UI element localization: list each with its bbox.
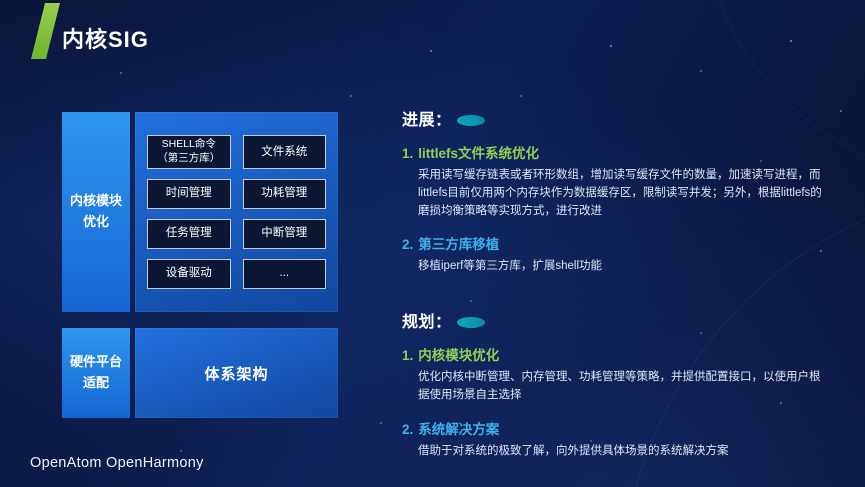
item-title: 2.系统解决方案 — [402, 418, 826, 438]
hardware-platform-label: 硬件平台 适配 — [62, 328, 130, 418]
module-box-time-mgmt: 时间管理 — [147, 178, 231, 209]
module-box-shell: SHELL命令 （第三方库） — [147, 135, 231, 169]
item-number: 1. — [402, 348, 414, 364]
list-item: 1.内核模块优化 优化内核中断管理、内存管理、功耗管理等策略，并提供配置接口，以… — [402, 344, 826, 405]
section-heading-row: 规划： — [402, 308, 826, 332]
item-body: 采用读写缓存链表或者环形数组，增加读写缓存文件的数量，加速读写进程，而littl… — [418, 169, 822, 217]
list-item: 2.系统解决方案 借助于对系统的极致了解，向外提供具体场景的系统解决方案 — [402, 418, 826, 461]
item-number: 1. — [402, 146, 414, 161]
module-box-file-system: 文件系统 — [242, 135, 326, 169]
module-box-more: ... — [242, 258, 326, 289]
section-plan: 规划： 1.内核模块优化 优化内核中断管理、内存管理、功耗管理等策略，并提供配置… — [402, 308, 826, 460]
architecture-label: 体系架构 — [204, 365, 269, 383]
kernel-module-diagram: 内核模块 优化 SHELL命令 （第三方库） 文件系统 时间管理 功耗管理 任务… — [62, 112, 338, 418]
background-stars — [0, 0, 2, 2]
heading-ellipse-decoration — [456, 114, 485, 126]
list-item: 1. littlefs文件系统优化 采用读写缓存链表或者环形数组，增加读写缓存文件… — [402, 142, 826, 220]
item-title-text: 第三方库移植 — [418, 237, 500, 253]
item-body: 借助于对系统的极致了解，向外提供具体场景的系统解决方案 — [418, 444, 729, 457]
module-box-device-driver: 设备驱动 — [147, 258, 231, 289]
section-heading: 进展： — [402, 112, 452, 129]
section-progress: 进展： 1. littlefs文件系统优化 采用读写缓存链表或者环形数组，增加读写… — [402, 106, 826, 276]
heading-ellipse-decoration — [456, 316, 485, 328]
item-number: 2. — [402, 421, 414, 437]
item-number: 2. — [402, 237, 414, 253]
module-box-power-mgmt: 功耗管理 — [242, 178, 326, 209]
item-title: 1. littlefs文件系统优化 — [402, 142, 826, 162]
footer-logo-text: OpenAtom OpenHarmony — [30, 455, 204, 471]
green-corner-accent — [31, 3, 60, 59]
content-column: 进展： 1. littlefs文件系统优化 采用读写缓存链表或者环形数组，增加读写… — [402, 106, 826, 474]
section-heading-row: 进展： — [402, 106, 826, 130]
page-title: 内核SIG — [62, 27, 149, 52]
item-body: 优化内核中断管理、内存管理、功耗管理等策略，并提供配置接口，以使用户根据使用场景… — [418, 371, 821, 402]
diagram-bottom-row: 硬件平台 适配 体系架构 — [62, 328, 338, 418]
architecture-panel: 体系架构 — [135, 328, 338, 418]
item-title: 1.内核模块优化 — [402, 344, 826, 364]
diagram-top-row: 内核模块 优化 SHELL命令 （第三方库） 文件系统 时间管理 功耗管理 任务… — [62, 112, 338, 312]
item-body: 移植iperf等第三方库，扩展shell功能 — [418, 260, 603, 273]
item-title: 2.第三方库移植 — [402, 233, 826, 253]
item-title-text: 内核模块优化 — [418, 348, 500, 364]
module-box-task-mgmt: 任务管理 — [147, 218, 231, 249]
item-title-text: 系统解决方案 — [418, 421, 500, 437]
list-item: 2.第三方库移植 移植iperf等第三方库，扩展shell功能 — [402, 233, 826, 276]
item-title-text: littlefs文件系统优化 — [418, 146, 540, 161]
module-grid-panel: SHELL命令 （第三方库） 文件系统 时间管理 功耗管理 任务管理 中断管理 … — [135, 112, 338, 312]
kernel-module-label: 内核模块 优化 — [62, 112, 130, 312]
module-box-interrupt-mgmt: 中断管理 — [242, 218, 326, 249]
section-heading: 规划： — [402, 314, 452, 332]
